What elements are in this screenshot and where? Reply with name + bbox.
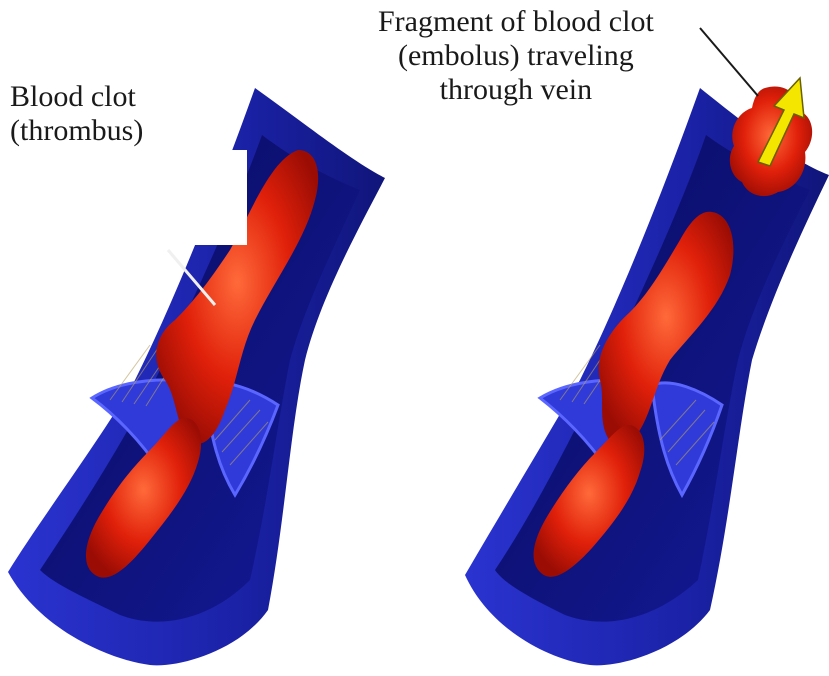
embolus-label: Fragment of blood clot (embolus) traveli…: [378, 5, 654, 107]
embolus-pointer-line: [700, 28, 758, 96]
embolus-label-line-2: (embolus) traveling: [378, 39, 654, 73]
thrombus-label-line-2: (thrombus): [10, 114, 143, 148]
embolus-label-line-1: Fragment of blood clot: [378, 5, 654, 39]
thrombus-label-line-1: Blood clot: [10, 80, 143, 114]
embolus-label-line-3: through vein: [378, 73, 654, 107]
vein-right: [465, 28, 829, 665]
thrombus-label: Blood clot (thrombus): [10, 80, 143, 148]
mask-box: [165, 150, 247, 245]
